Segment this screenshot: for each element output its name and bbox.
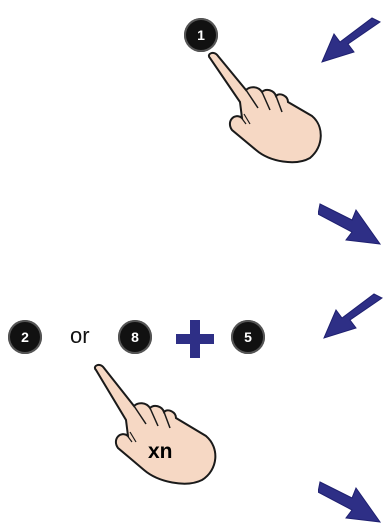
key-5[interactable]: 5 bbox=[231, 320, 265, 354]
key-5-label: 5 bbox=[231, 320, 265, 354]
pointing-hand-icon bbox=[88, 362, 228, 487]
arrow-left-icon bbox=[318, 290, 384, 342]
key-2[interactable]: 2 bbox=[8, 320, 42, 354]
plus-icon bbox=[174, 318, 216, 360]
connector-or: or bbox=[70, 323, 90, 349]
key-8-label: 8 bbox=[118, 320, 152, 354]
key-1-label: 1 bbox=[184, 18, 218, 52]
key-8[interactable]: 8 bbox=[118, 320, 152, 354]
key-2-label: 2 bbox=[8, 320, 42, 354]
key-1[interactable]: 1 bbox=[184, 18, 218, 52]
repeat-label: xn bbox=[148, 440, 173, 464]
arrow-right-icon bbox=[318, 192, 384, 248]
arrow-right-icon bbox=[318, 470, 384, 526]
pointing-hand-icon bbox=[200, 50, 330, 165]
